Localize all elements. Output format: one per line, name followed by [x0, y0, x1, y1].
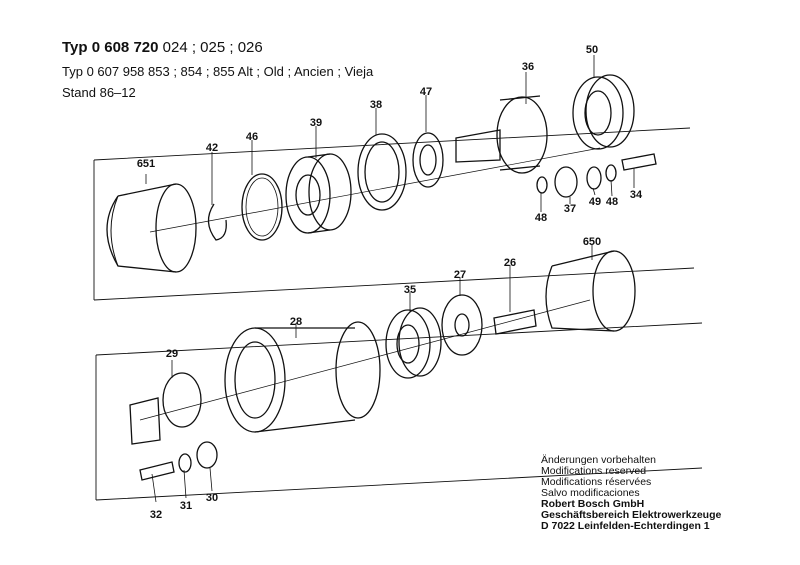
note-line: Änderungen vorbehalten [541, 454, 657, 466]
label-36: 36 [522, 61, 534, 73]
label-32: 32 [150, 509, 162, 521]
type-title: Typ 0 608 720 024 ; 025 ; 026 [62, 39, 263, 56]
label-39: 39 [310, 117, 322, 129]
company-name: Robert Bosch GmbH [541, 498, 645, 510]
label-47: 47 [420, 86, 432, 98]
company-address: D 7022 Leinfelden-Echterdingen 1 [541, 520, 710, 532]
part-29-carrier [129, 372, 202, 445]
label-29: 29 [166, 348, 178, 360]
label-26: 26 [504, 257, 516, 269]
footer-notes: Änderungen vorbehalten Modifications res… [541, 455, 721, 532]
part-49-bearing [586, 166, 602, 190]
label-37: 37 [564, 203, 576, 215]
note-line: Salvo modificaciones [541, 487, 640, 499]
note-line: Modifications réservées [541, 476, 652, 488]
note-line: Modifications reserved [541, 465, 647, 477]
label-50: 50 [586, 44, 598, 56]
label-46: 46 [246, 131, 258, 143]
part-651-cap [106, 183, 197, 273]
part-47-washer [412, 132, 444, 188]
alt-type-line: Typ 0 607 958 853 ; 854 ; 855 Alt ; Old … [62, 64, 374, 79]
label-34: 34 [630, 189, 643, 201]
part-50-bearing [572, 74, 635, 150]
label-650: 650 [583, 236, 601, 248]
part-650-sleeve [545, 250, 636, 332]
label-31: 31 [180, 500, 192, 512]
label-35: 35 [404, 284, 416, 296]
label-30: 30 [206, 492, 218, 504]
label-27: 27 [454, 269, 466, 281]
label-48-b: 48 [606, 196, 618, 208]
label-28: 28 [290, 316, 302, 328]
part-37-gear [554, 166, 578, 198]
label-38: 38 [370, 99, 382, 111]
label-42: 42 [206, 142, 218, 154]
label-651: 651 [137, 158, 155, 170]
part-48-washer-b [605, 164, 617, 182]
part-30-gear [196, 441, 218, 469]
part-32-pin [139, 461, 175, 481]
company-division: Geschäftsbereich Elektrowerkzeuge [541, 509, 722, 521]
part-31-bearing [178, 453, 192, 473]
part-28-gear-housing [224, 321, 381, 433]
stand-line: Stand 86–12 [62, 85, 136, 100]
part-42-circlip [207, 203, 227, 241]
label-48-a: 48 [535, 212, 547, 224]
label-49: 49 [589, 196, 601, 208]
part-38-ring [357, 133, 407, 211]
part-46-ring [241, 173, 283, 241]
part-36-carrier [455, 95, 548, 174]
part-48-washer-a [536, 176, 548, 194]
part-34-pin [621, 153, 657, 171]
part-39-gear-ring [285, 153, 352, 234]
part-27-washer [441, 294, 483, 356]
part-26-shaft [493, 309, 537, 335]
part-35-bearing [385, 307, 442, 379]
